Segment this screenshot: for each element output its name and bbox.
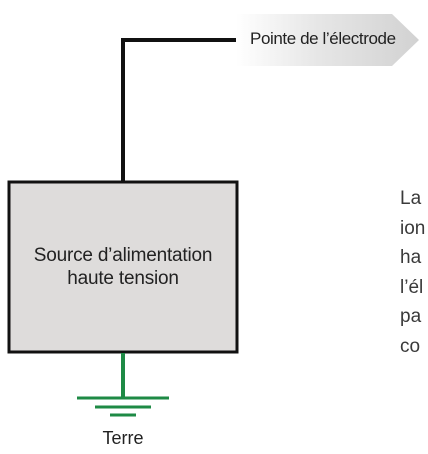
side-text-line: pa xyxy=(400,306,422,327)
side-text-line: l’él xyxy=(400,276,424,298)
side-text-line: co xyxy=(400,335,421,357)
side-paragraph: La ion ha l’él pa co xyxy=(400,184,428,361)
ground-label: Terre xyxy=(102,428,144,448)
high-voltage-wire xyxy=(121,38,236,182)
source-label-line-2: haute tension xyxy=(67,268,179,289)
source-box-label: Source d’alimentation haute tension xyxy=(8,182,238,352)
source-label-line-1: Source d’alimentation xyxy=(33,245,213,266)
side-text-line: ha xyxy=(400,247,422,268)
side-text-line: La xyxy=(400,188,422,209)
source-box xyxy=(7,180,239,354)
side-text-line: ion xyxy=(400,217,426,239)
electrode-tip-label: Pointe de l’électrode xyxy=(250,29,396,48)
electrode-tip-arrow xyxy=(236,14,419,66)
ground-symbol xyxy=(77,396,169,417)
